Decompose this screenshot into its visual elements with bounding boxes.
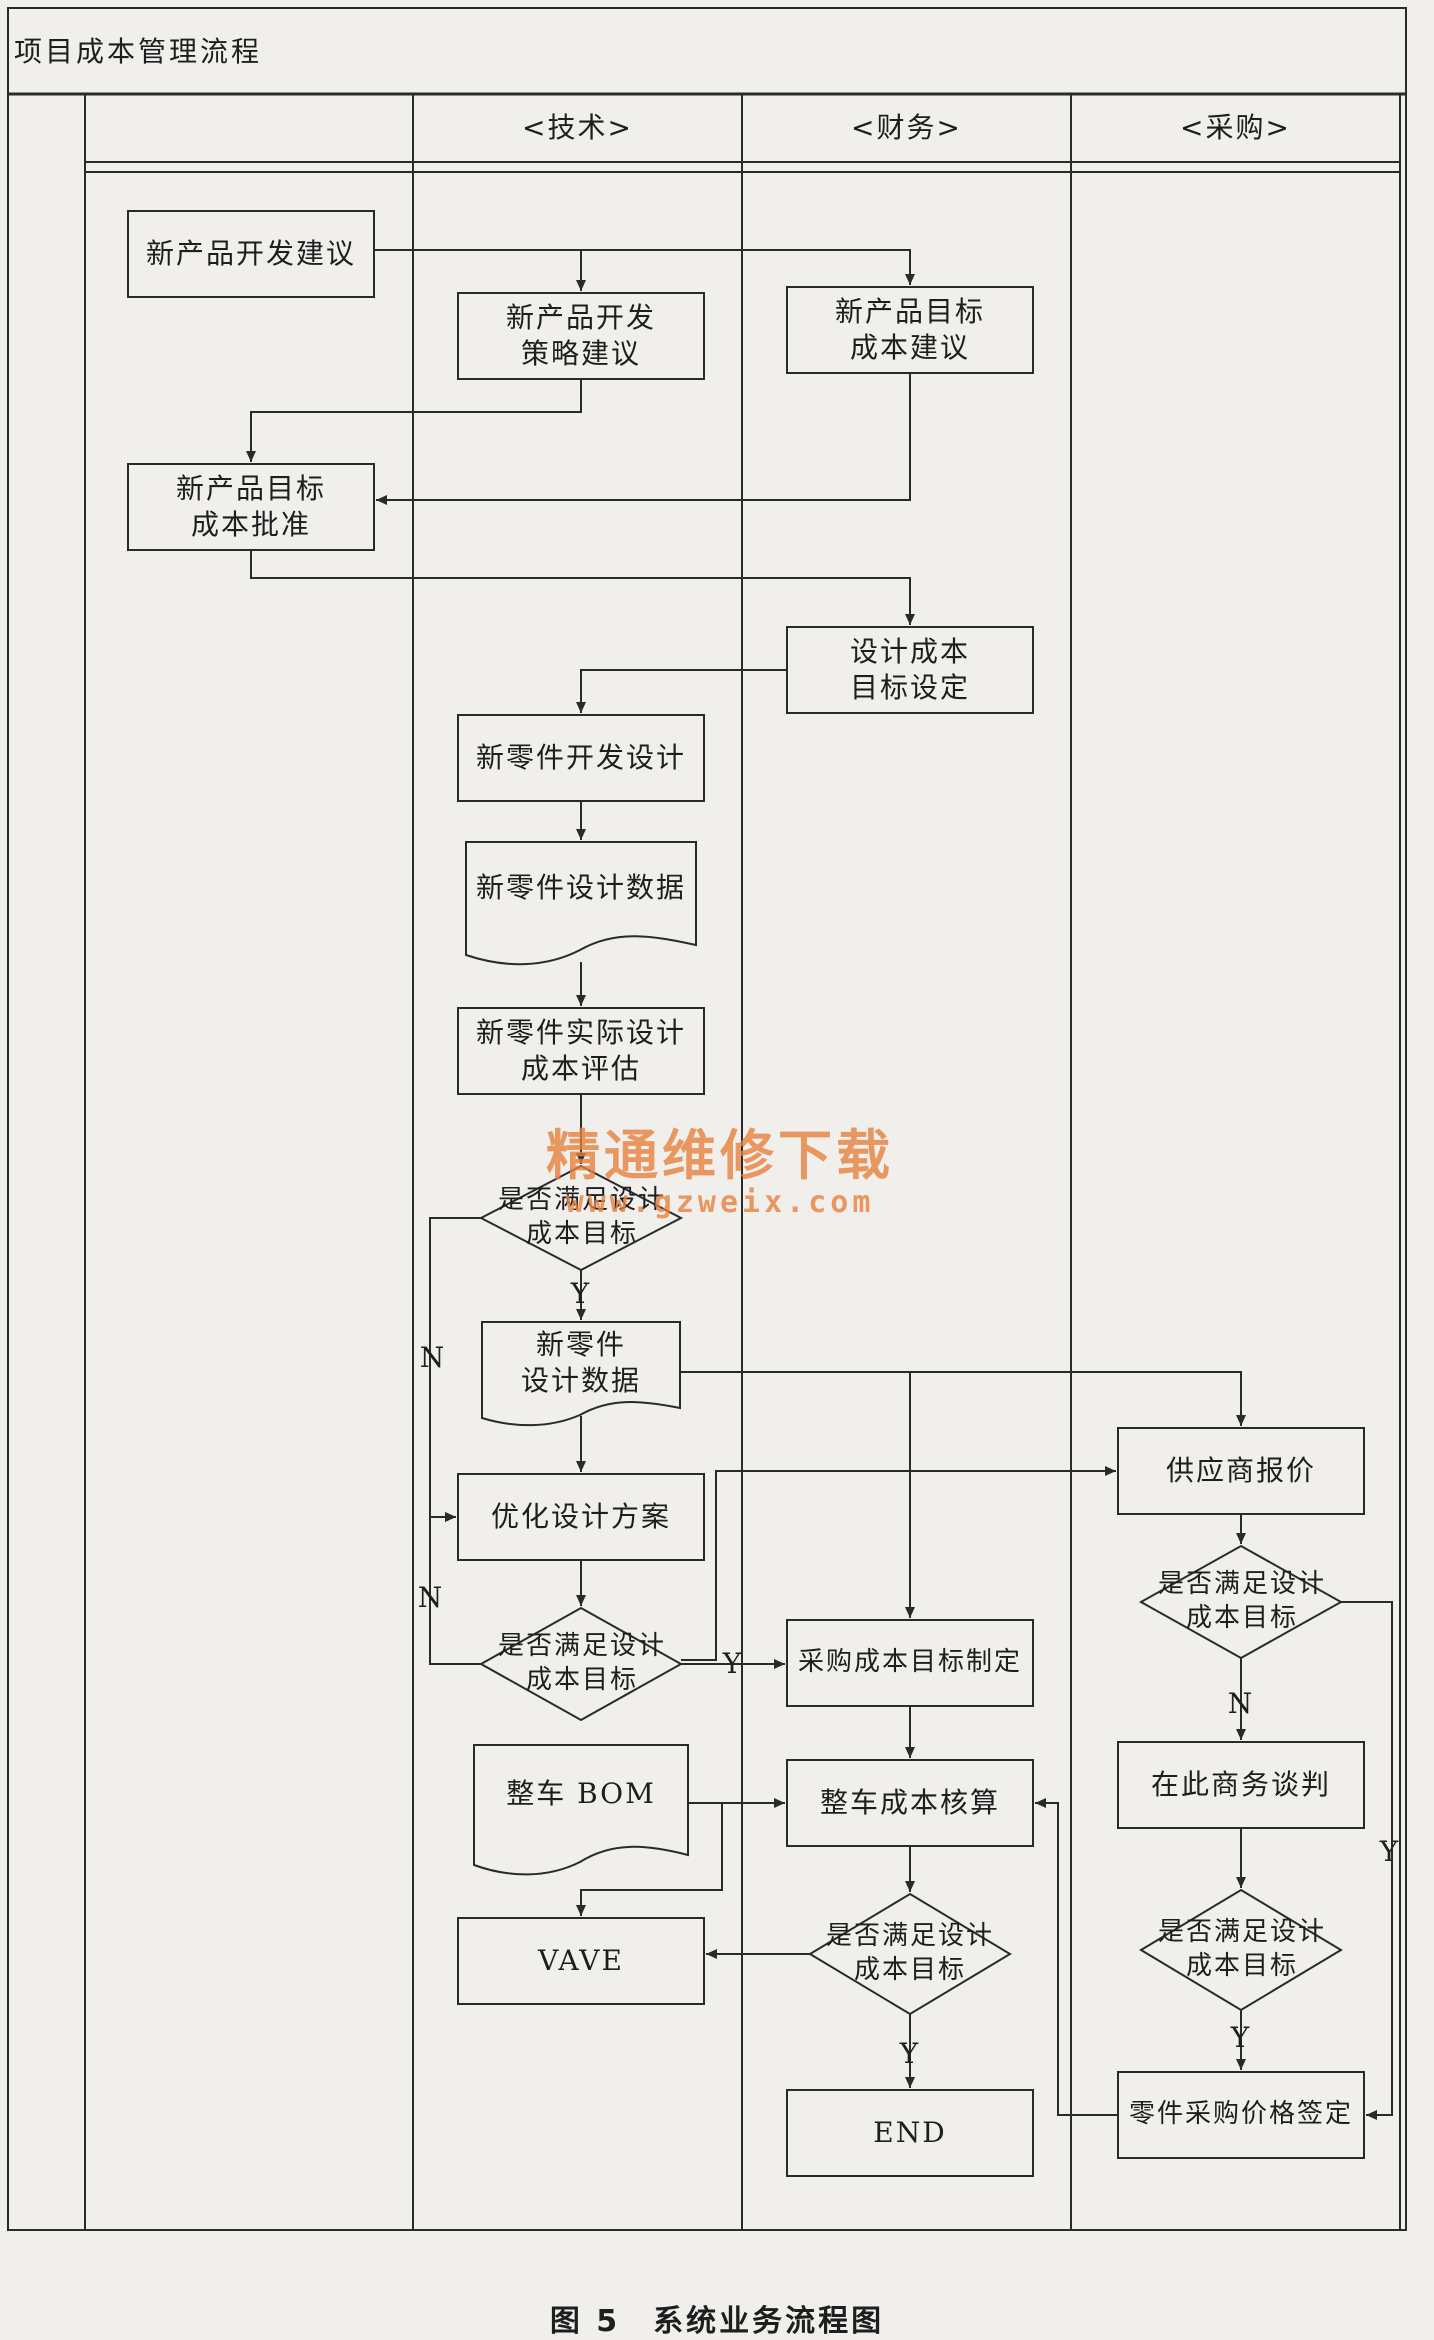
node-business-negotiation-label: 在此商务谈判	[1150, 1767, 1331, 1801]
node-new-part-design-data	[465, 841, 697, 966]
node-purchase-cost-target-label: 采购成本目标制定	[797, 1647, 1022, 1678]
node-optimize-design-label: 优化设计方案	[490, 1499, 671, 1533]
edge-6	[576, 669, 787, 713]
node-target-cost-approval-label: 新产品目标 成本批准	[175, 471, 326, 541]
node-price-signing-label: 零件采购价格签定	[1128, 2099, 1353, 2130]
node-vave-label: VAVE	[538, 1943, 624, 1977]
edge-label-d2-no: N	[417, 1580, 445, 1614]
edge-16	[429, 1512, 481, 1665]
edge-26	[1035, 1798, 1118, 2116]
lane-label-technology: <技术>	[522, 110, 633, 144]
watermark-title: 精通维修下载	[546, 1124, 894, 1187]
node-new-part-data-2	[481, 1321, 681, 1427]
edge-label-d4-yes: Y	[899, 2036, 921, 2070]
flowchart-title: 项目成本管理流程	[14, 34, 263, 68]
decision-1-label: 是否满足设计 成本目标	[497, 1185, 666, 1249]
node-new-part-design-data-label: 新零件设计数据	[475, 870, 686, 904]
node-vehicle-bom	[473, 1744, 689, 1876]
edge-3	[246, 379, 582, 462]
lane-label-purchasing: <采购>	[1180, 110, 1291, 144]
edge-30	[576, 1803, 723, 1916]
edge-label-d3-no: N	[1227, 1686, 1255, 1720]
edge-label-d3-yes: Y	[1379, 1834, 1401, 1868]
edge-4	[376, 373, 911, 505]
edge-18	[681, 1466, 1116, 1661]
watermark-url: www.gzweix.com	[565, 1185, 875, 1220]
node-vehicle-bom-label: 整车 BOM	[506, 1776, 656, 1810]
edge-1	[374, 249, 586, 291]
node-new-product-proposal	[127, 210, 375, 298]
node-dev-strategy-label: 新产品开发 策略建议	[505, 300, 656, 370]
decision-5-label: 是否满足设计 成本目标	[1157, 1917, 1326, 1981]
node-new-part-design-label: 新零件开发设计	[475, 740, 686, 774]
node-new-product-proposal-label: 新产品开发建议	[145, 236, 356, 270]
node-end-label: END	[873, 2115, 947, 2149]
figure-caption: 图 5 系统业务流程图	[549, 2304, 885, 2339]
edge-13	[680, 1371, 1246, 1426]
node-new-part-data-2-label: 新零件 设计数据	[520, 1327, 641, 1397]
edge-label-d1-yes: Y	[570, 1276, 592, 1310]
decision-4-label: 是否满足设计 成本目标	[825, 1921, 994, 1985]
edge-label-d2-yes: Y	[722, 1646, 744, 1680]
decision-2-label: 是否满足设计 成本目标	[497, 1631, 666, 1695]
edge-label-d5-yes: Y	[1230, 2020, 1252, 2054]
node-design-cost-target-label: 设计成本 目标设定	[849, 634, 970, 704]
outer-frame	[7, 7, 1407, 2231]
node-target-cost-proposal-label: 新产品目标 成本建议	[834, 294, 985, 364]
watermark: 精通维修下载 www.gzweix.com	[540, 1126, 900, 1220]
node-supplier-quote-label: 供应商报价	[1165, 1453, 1316, 1487]
lane-label-finance: <财务>	[851, 110, 962, 144]
edge-5	[250, 550, 915, 625]
decision-3-label: 是否满足设计 成本目标	[1157, 1569, 1326, 1633]
node-vave	[457, 1917, 705, 2005]
edge-21	[1341, 1601, 1393, 2120]
node-end	[786, 2089, 1034, 2177]
node-vehicle-cost-check-label: 整车成本核算	[819, 1785, 1000, 1819]
edge-label-d1-no: N	[419, 1340, 447, 1374]
edge-2	[581, 249, 915, 285]
node-actual-cost-eval-label: 新零件实际设计 成本评估	[475, 1015, 686, 1085]
decision-2	[478, 1606, 684, 1722]
